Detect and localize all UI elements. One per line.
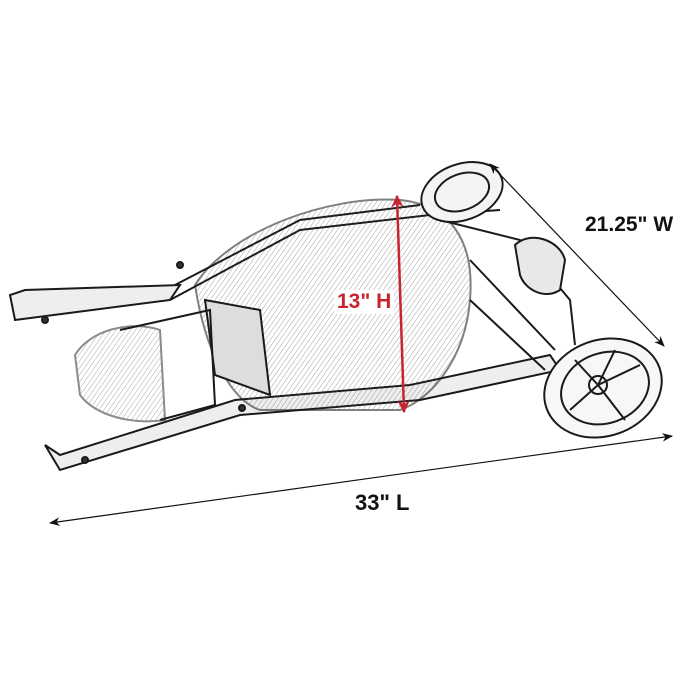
height-label: 13" H [334,290,395,314]
width-label: 21.25" W [585,213,674,236]
height-dimension-arrow [391,194,410,414]
length-dimension-line [48,433,674,526]
width-dimension-line [489,163,665,347]
length-label: 33" L [355,490,410,515]
